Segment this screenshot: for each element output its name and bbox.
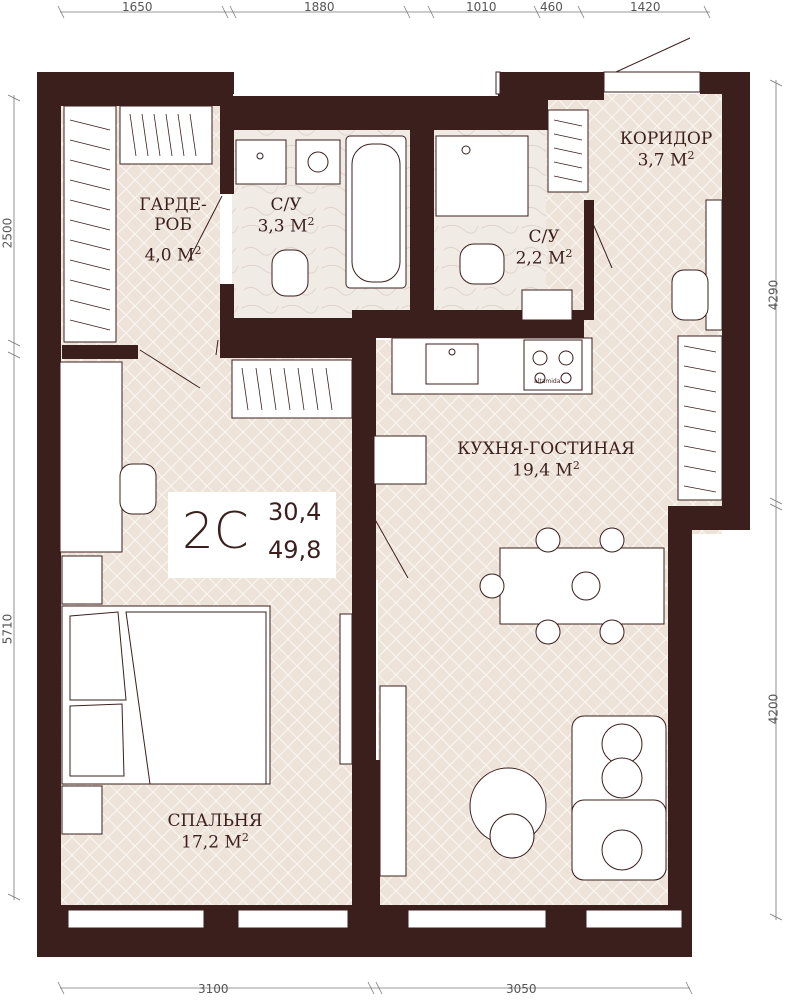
- area-power: 2: [687, 148, 695, 162]
- room-label-bath2: С/У 2,2 М2: [504, 227, 584, 269]
- kitchen-fixtures: [373, 337, 593, 485]
- dim-top-1: 1650: [122, 0, 153, 14]
- dim-right-2: 4200: [766, 693, 781, 725]
- area-unit: М: [177, 245, 195, 266]
- dim-bottom-2: 3050: [506, 982, 537, 996]
- area-unit: М: [555, 460, 573, 481]
- sofa-area: [379, 685, 667, 881]
- room-area: 19,4: [512, 460, 551, 481]
- room-name: СПАЛЬНЯ: [167, 811, 263, 831]
- dim-top-2: 1880: [304, 0, 335, 14]
- fridge: [373, 435, 427, 485]
- room-name: ГАРДЕ-: [139, 195, 207, 215]
- kitchen-sink: [425, 343, 479, 385]
- room-area: 3,3: [257, 216, 285, 237]
- windows: [67, 71, 701, 929]
- sink-bath2: [521, 289, 573, 321]
- area-power: 2: [194, 244, 202, 258]
- dim-top-3: 1010: [466, 0, 497, 14]
- room-label-kitchen: КУХНЯ-ГОСТИНАЯ 19,4 М2: [446, 439, 646, 481]
- room-label-wardrobe: ГАРДЕ- РОБ 4,0 М2: [128, 195, 218, 266]
- room-area: 3,7: [637, 150, 665, 171]
- area-unit: М: [290, 216, 308, 237]
- dim-left-1: 2500: [0, 217, 15, 249]
- shower: [435, 135, 529, 217]
- area-power: 2: [565, 246, 573, 260]
- sink-bath1: [235, 139, 287, 185]
- room-name: С/У: [528, 227, 560, 247]
- room-label-bath1: С/У 3,3 М2: [246, 195, 326, 237]
- wardrobe-hatching: [69, 113, 717, 493]
- room-name: С/У: [270, 195, 302, 215]
- apartment-badge: 2С 30,4 49,8: [168, 492, 336, 578]
- corridor-furniture: [671, 199, 723, 331]
- area-unit: М: [224, 832, 242, 853]
- room-name: КОРИДОР: [619, 129, 713, 149]
- bathroom-fixtures: [235, 135, 573, 321]
- dim-right-1: 4290: [766, 279, 781, 311]
- area-power: 2: [241, 830, 249, 844]
- toilet-bath2: [459, 243, 505, 285]
- living-area: 30,4: [268, 498, 322, 526]
- apartment-type: 2С: [182, 502, 249, 560]
- hob: [523, 339, 583, 391]
- area-unit: М: [670, 150, 688, 171]
- dim-left-2: 5710: [0, 613, 15, 645]
- dimension-lines: [7, 5, 783, 995]
- bedroom-furniture: [61, 463, 353, 835]
- dim-bottom-1: 3100: [198, 982, 229, 996]
- dining-set: [479, 527, 665, 645]
- hob-brand: altamida: [534, 378, 561, 385]
- area-power: 2: [572, 458, 580, 472]
- room-name: КУХНЯ-ГОСТИНАЯ: [457, 439, 635, 459]
- room-area: 2,2: [515, 248, 543, 269]
- dim-top-5: 1420: [630, 0, 661, 14]
- total-area: 49,8: [268, 536, 322, 564]
- area-power: 2: [307, 214, 315, 228]
- room-area: 17,2: [181, 832, 220, 853]
- doors: [139, 37, 691, 579]
- dim-top-4: 460: [540, 0, 563, 14]
- room-name-2: РОБ: [154, 214, 192, 235]
- area-unit: М: [548, 248, 566, 269]
- toilet-bath1: [271, 249, 309, 297]
- room-area: 4,0: [144, 245, 172, 266]
- room-label-corridor: КОРИДОР 3,7 М2: [608, 129, 724, 171]
- room-label-bedroom: СПАЛЬНЯ 17,2 М2: [150, 811, 280, 853]
